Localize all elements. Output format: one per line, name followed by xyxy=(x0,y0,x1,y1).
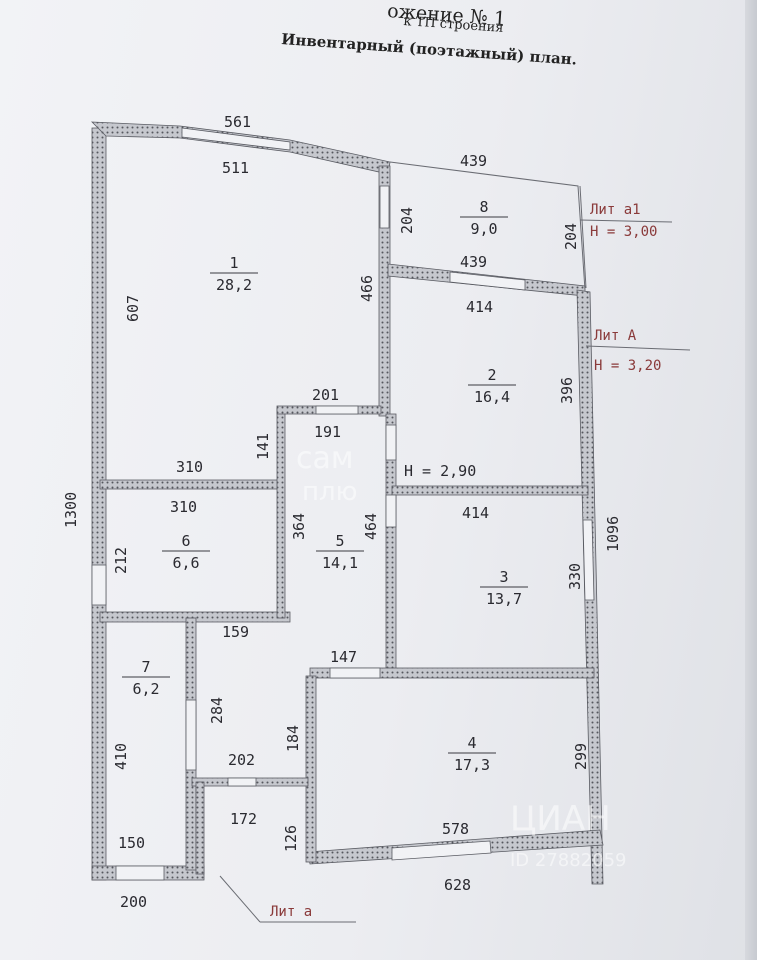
center-height: Н = 2,90 xyxy=(404,462,476,480)
dim-top-inner: 511 xyxy=(222,159,249,177)
room-number: 4 xyxy=(467,734,476,752)
dim-bottom-left: 200 xyxy=(120,893,147,911)
room-area: 17,3 xyxy=(454,756,490,774)
dim-room7-left: 410 xyxy=(112,743,130,770)
dim-porch-172: 172 xyxy=(230,810,257,828)
room-number: 7 xyxy=(141,658,150,676)
dimension-labels: 561 511 439 439 204 204 607 466 1300 310… xyxy=(62,113,622,911)
room-number: 2 xyxy=(487,366,496,384)
dim-annex-right: 204 xyxy=(562,223,580,250)
room-area: 28,2 xyxy=(216,276,252,294)
room-area: 14,1 xyxy=(322,554,358,572)
watermark-brand-1: сам xyxy=(296,441,354,476)
dim-annex-bottom: 439 xyxy=(460,253,487,271)
dim-hall-184: 184 xyxy=(284,725,302,752)
leader-lines xyxy=(219,219,691,923)
lit-A-height: Н = 3,20 xyxy=(594,358,661,374)
section-labels: Лит а1 Н = 3,00 Лит А Н = 3,20 Н = 2,90 … xyxy=(270,202,661,920)
room-number: 6 xyxy=(181,532,190,550)
dim-corridor-inner: 191 xyxy=(314,423,341,441)
watermark-brand-right: ЦИАН xyxy=(510,799,611,839)
sheet-edge xyxy=(745,0,757,960)
room-number: 5 xyxy=(335,532,344,550)
dim-hall-147: 147 xyxy=(330,648,357,666)
dim-room7-bottom: 150 xyxy=(118,834,145,852)
dim-room3-right: 330 xyxy=(566,563,584,590)
watermark-code: ID 27882059 xyxy=(510,850,627,871)
dim-room1-right: 466 xyxy=(358,275,376,302)
dim-annex-left: 204 xyxy=(398,207,416,234)
dim-hall-284: 284 xyxy=(208,697,226,724)
dim-bottom-total: 628 xyxy=(444,876,471,894)
lit-a1-label: Лит а1 xyxy=(590,202,641,218)
room-labels: 1 28,2 2 16,4 3 13,7 4 17,3 5 14,1 6 6,6 7 6,2 8 9,0 xyxy=(122,198,528,774)
dim-room4-right: 299 xyxy=(572,743,590,770)
annex-outline xyxy=(389,161,587,291)
dim-room2-top: 414 xyxy=(466,298,493,316)
dim-porch-126: 126 xyxy=(282,825,300,852)
room-area: 16,4 xyxy=(474,388,510,406)
room-area: 6,2 xyxy=(132,680,159,698)
dim-total-height: 1300 xyxy=(62,492,80,528)
dim-left-room1: 607 xyxy=(124,295,142,322)
room-area: 6,6 xyxy=(172,554,199,572)
dim-corridor-141: 141 xyxy=(254,433,272,460)
dim-hall-364: 364 xyxy=(290,513,308,540)
lit-a-label: Лит а xyxy=(270,904,312,920)
dim-hall-159: 159 xyxy=(222,623,249,641)
room-number: 8 xyxy=(479,198,488,216)
lit-a1-height: Н = 3,00 xyxy=(590,224,657,240)
room-number: 1 xyxy=(229,254,238,272)
watermark-brand-2: плю xyxy=(302,477,358,507)
dim-room3-top: 414 xyxy=(462,504,489,522)
dim-hall-202: 202 xyxy=(228,751,255,769)
room-area: 13,7 xyxy=(486,590,522,608)
dim-annex-top: 439 xyxy=(460,152,487,170)
windows xyxy=(91,127,595,881)
dim-room6-side: 212 xyxy=(112,547,130,574)
room-area: 9,0 xyxy=(470,220,497,238)
watermark: сам плю ЦИАН ID 27882059 xyxy=(296,441,627,871)
dim-room6-top: 310 xyxy=(170,498,197,516)
dim-room2-right: 396 xyxy=(558,377,576,404)
dim-top-outer: 561 xyxy=(224,113,251,131)
dim-room1-bottom: 310 xyxy=(176,458,203,476)
dim-hall-464: 464 xyxy=(362,513,380,540)
lit-A-label: Лит А xyxy=(594,328,637,344)
dim-right-total: 1096 xyxy=(604,516,622,552)
room-number: 3 xyxy=(499,568,508,586)
dim-corridor-top: 201 xyxy=(312,386,339,404)
dim-room4-bottom: 578 xyxy=(442,820,469,838)
